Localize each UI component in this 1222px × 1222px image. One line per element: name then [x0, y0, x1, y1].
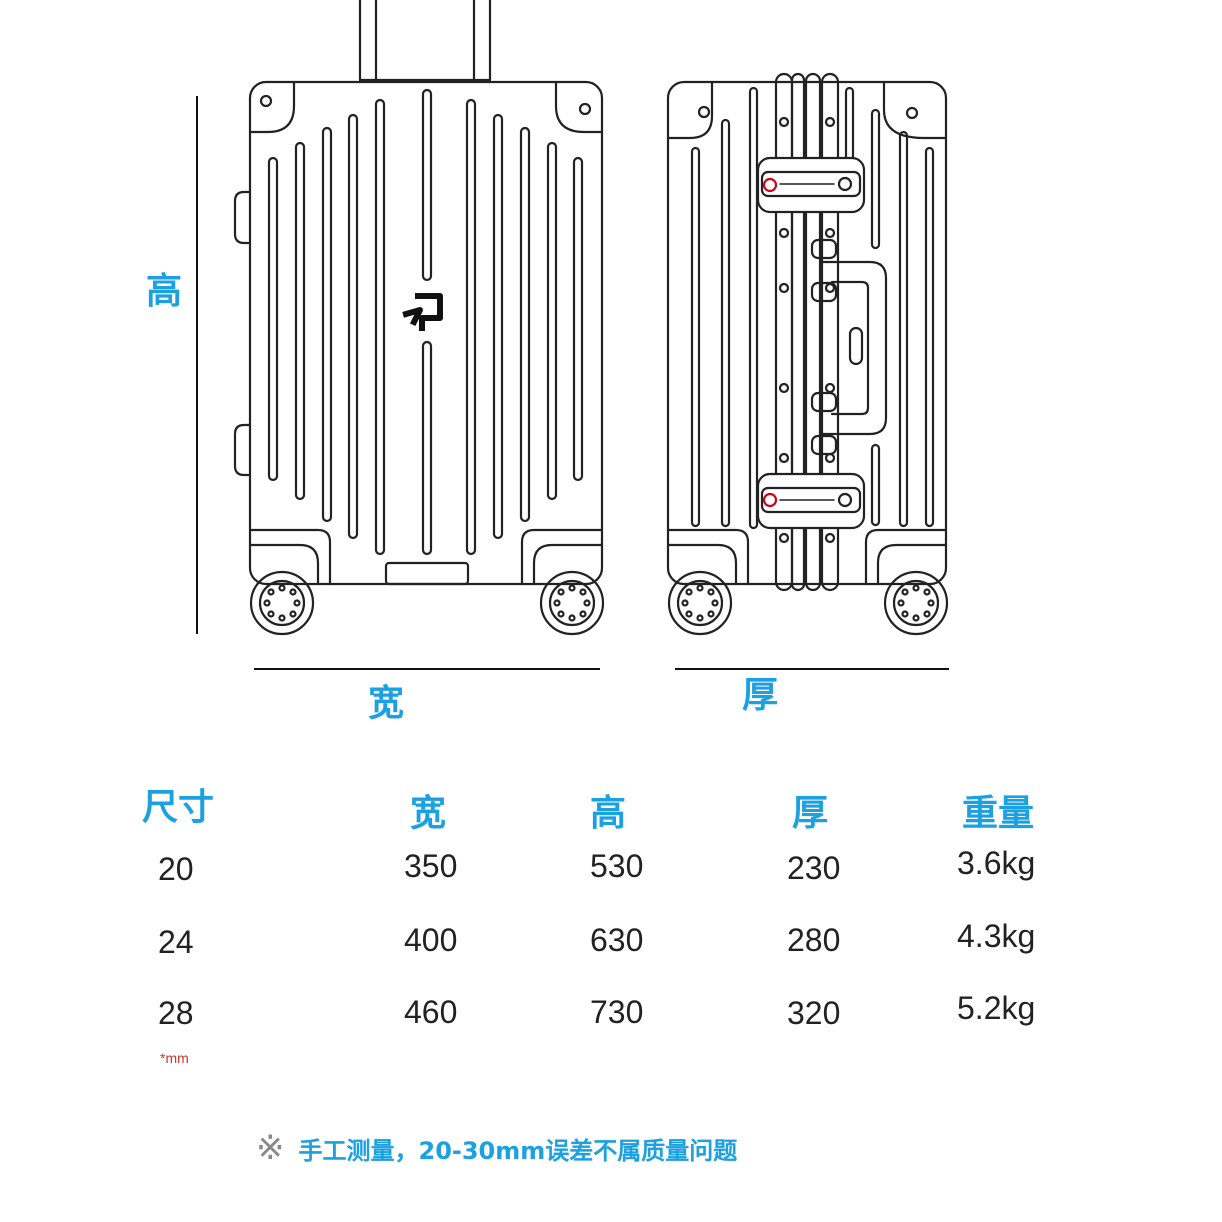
cell-size: 24: [158, 924, 194, 960]
wheel: [667, 570, 733, 636]
cell-weight: 5.2kg: [957, 990, 1036, 1026]
suitcase-side-view: [666, 72, 949, 636]
wheel: [249, 570, 315, 636]
header-size: 尺寸: [142, 787, 215, 828]
unit-note: *mm: [160, 1050, 189, 1066]
cell-size: 28: [158, 995, 194, 1031]
wheel: [539, 570, 605, 636]
width-dimension-line: [254, 668, 600, 670]
depth-label: 厚: [742, 675, 779, 716]
cell-height: 530: [590, 848, 644, 884]
tsa-lock: [756, 472, 866, 530]
reference-mark-icon: ※: [256, 1128, 285, 1168]
cell-weight: 3.6kg: [957, 845, 1036, 881]
header-weight: 重量: [962, 793, 1035, 834]
cell-depth: 320: [787, 995, 841, 1031]
cell-width: 460: [404, 994, 458, 1030]
cell-height: 730: [590, 994, 644, 1030]
width-label: 宽: [368, 683, 405, 724]
cell-size: 20: [158, 851, 194, 887]
height-label: 高: [146, 271, 183, 312]
brand-logo: [402, 293, 443, 331]
cell-depth: 230: [787, 850, 841, 886]
cell-height: 630: [590, 922, 644, 958]
wheel: [883, 570, 949, 636]
suitcase-front-view: [233, 0, 605, 636]
tsa-lock: [756, 156, 866, 214]
cell-width: 350: [404, 848, 458, 884]
header-height: 高: [590, 793, 627, 834]
header-width: 宽: [410, 793, 447, 834]
measurement-disclaimer: ※ 手工测量，20-30mm误差不属质量问题: [256, 1128, 737, 1168]
cell-weight: 4.3kg: [957, 918, 1036, 954]
cell-width: 400: [404, 922, 458, 958]
header-depth: 厚: [792, 793, 829, 834]
height-dimension-line: [196, 96, 198, 634]
cell-depth: 280: [787, 922, 841, 958]
disclaimer-text: 手工测量，20-30mm误差不属质量问题: [298, 1136, 738, 1165]
depth-dimension-line: [675, 668, 949, 670]
